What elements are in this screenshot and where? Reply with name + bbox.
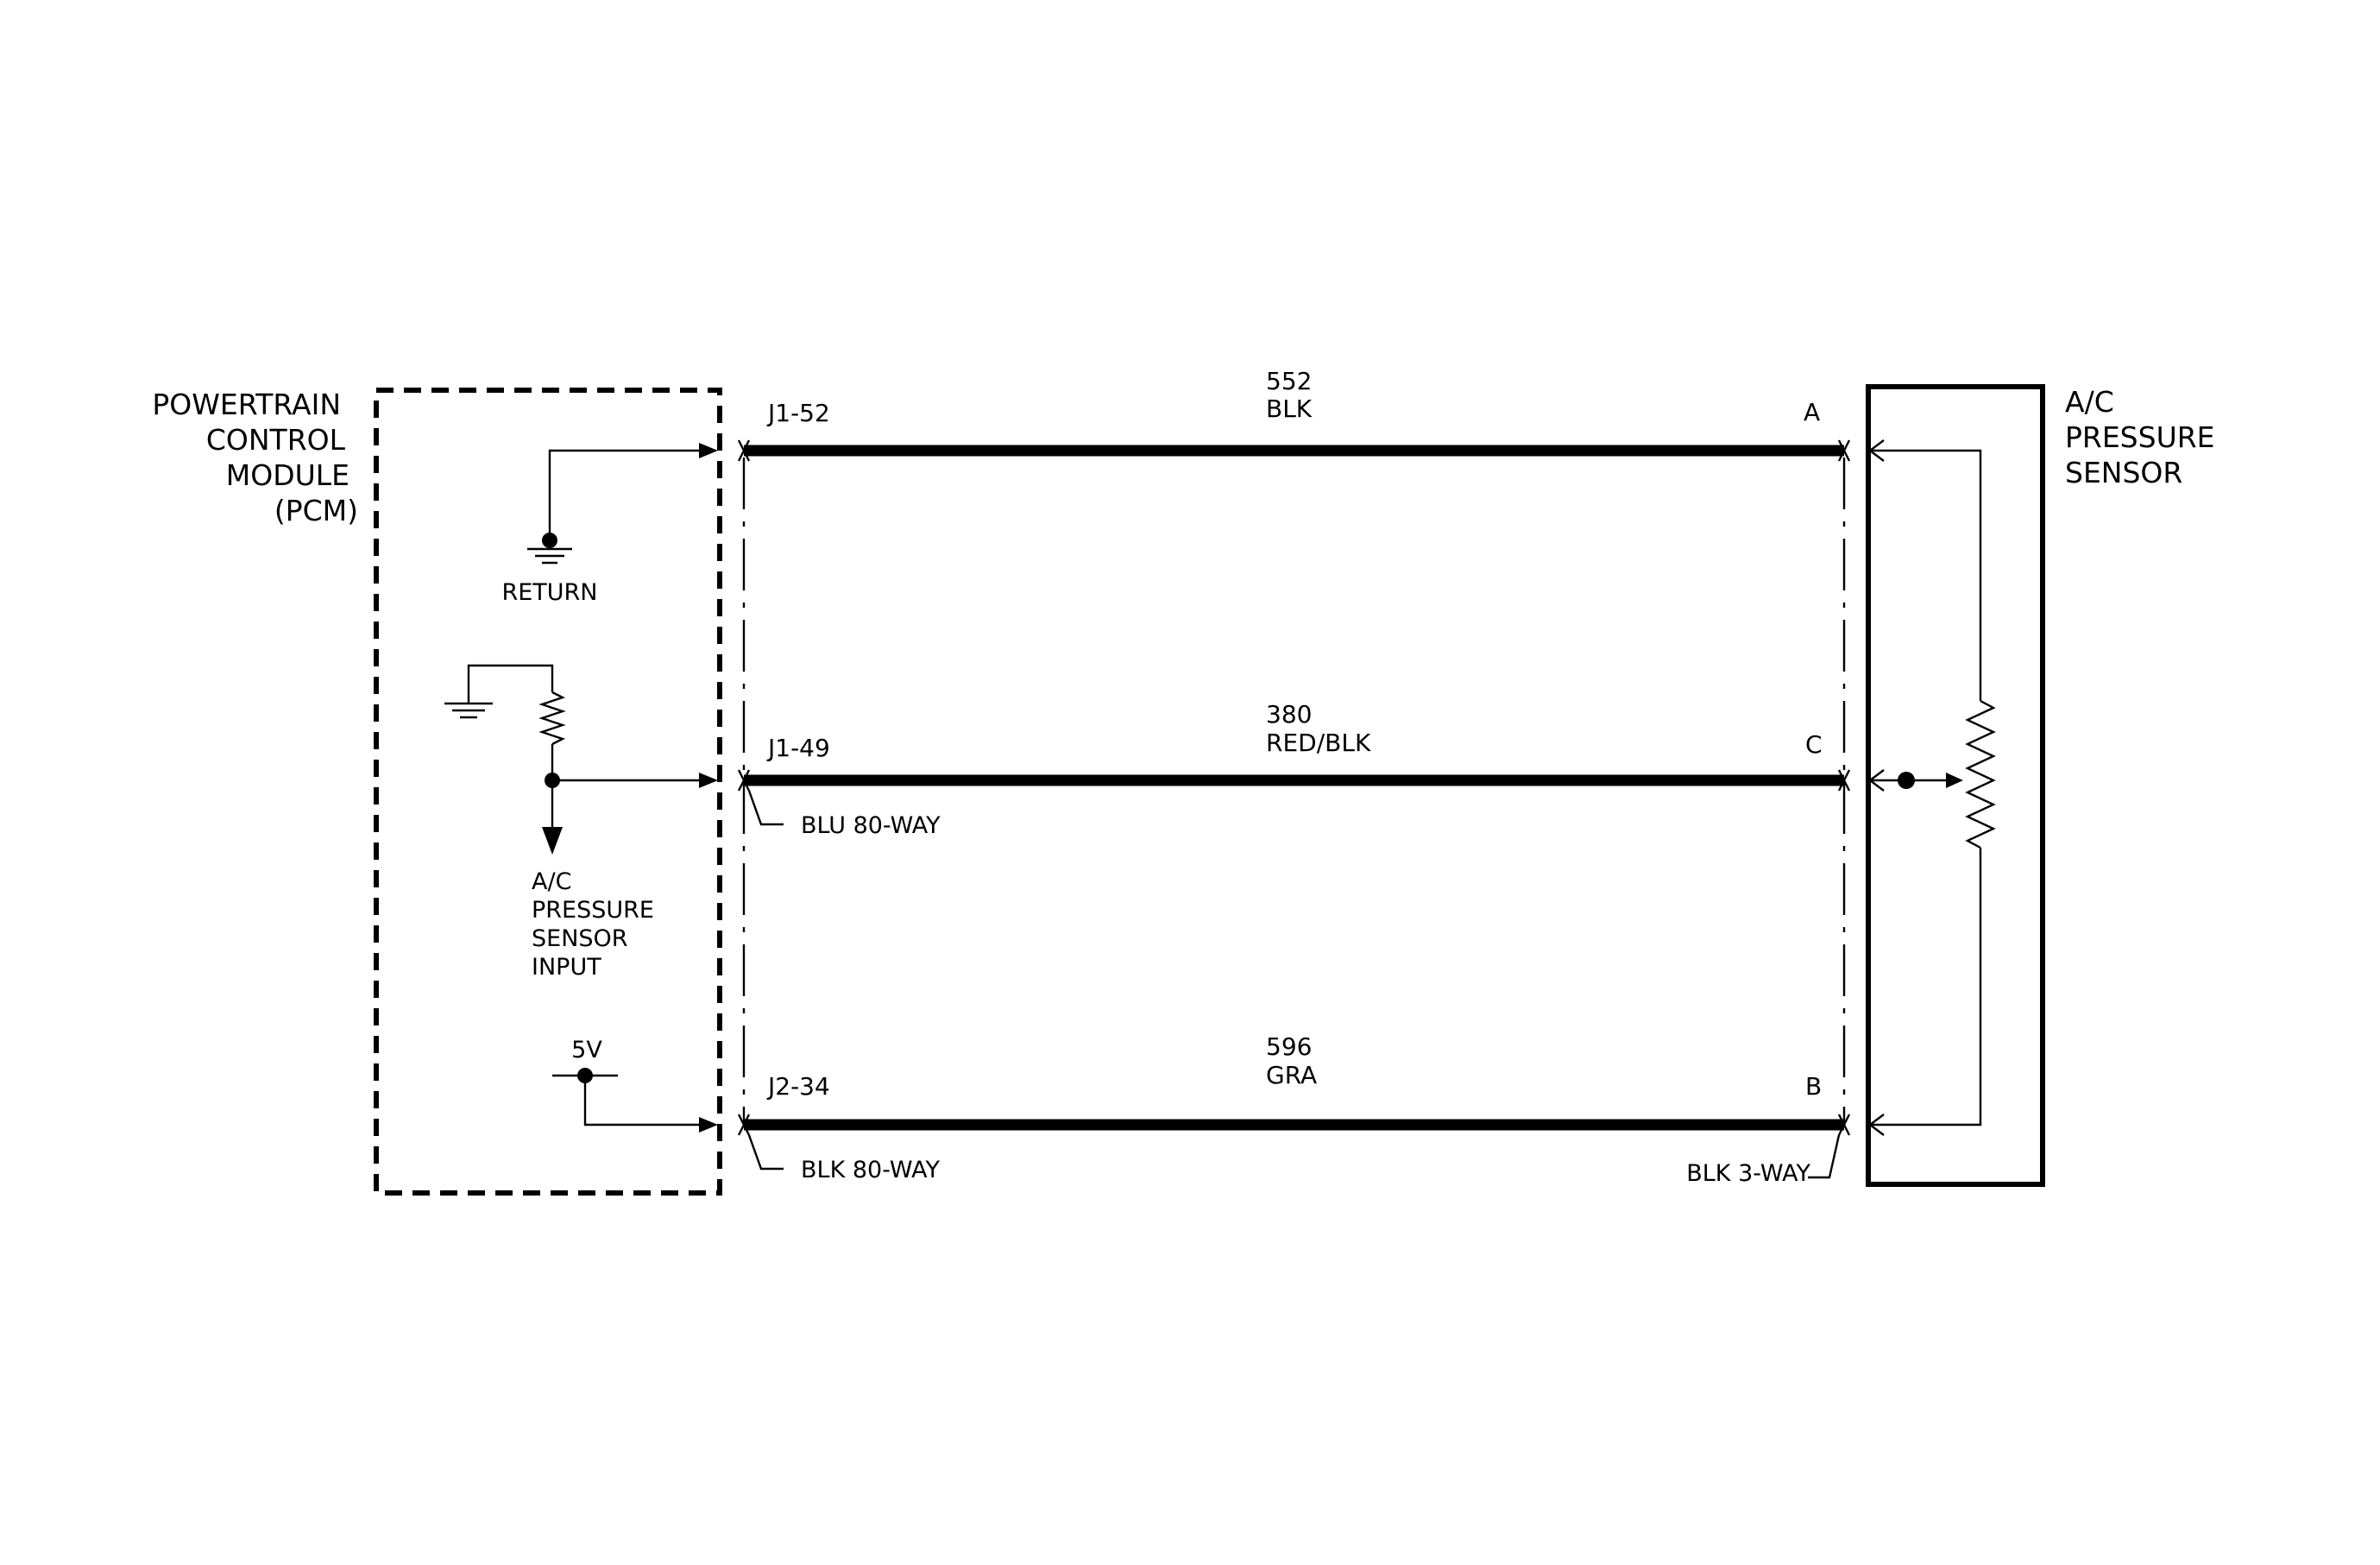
ac-pressure-sensor: A/C PRESSURE SENSOR xyxy=(1866,384,2215,1187)
sensor-connector-callout: BLK 3-WAY xyxy=(1686,1134,1841,1187)
signal-arrow-down-icon xyxy=(542,827,563,855)
input-label-line-4: INPUT xyxy=(532,954,601,981)
pcm-input-circuit: A/C PRESSURE SENSOR INPUT xyxy=(444,664,718,981)
terminal-arrow-icon xyxy=(1868,1114,1885,1136)
pcm-label-line-3: MODULE xyxy=(226,458,349,492)
input-label-line-1: A/C xyxy=(532,868,571,895)
wire-380: 380 RED/BLK J1-49 C xyxy=(737,700,1851,792)
pcm-label-line-4: (PCM) xyxy=(274,494,358,527)
return-arrow-icon xyxy=(699,443,718,458)
pcm-module: POWERTRAIN CONTROL MODULE (PCM) xyxy=(152,388,722,1196)
pcm-5v-circuit: 5V xyxy=(552,1037,718,1133)
potentiometer-icon xyxy=(1965,699,1996,849)
sensor-pin-label: A xyxy=(1804,398,1820,426)
connector-terminal-icon xyxy=(737,769,1851,792)
sensor-label-line-3: SENSOR xyxy=(2065,456,2182,489)
wire-circuit-number: 380 xyxy=(1266,700,1312,729)
pcm-blu-connector-callout: BLU 80-WAY xyxy=(747,790,941,839)
sensor-label-line-1: A/C xyxy=(2065,385,2114,419)
ground-icon xyxy=(444,702,493,719)
supply-arrow-icon xyxy=(699,1117,718,1133)
sensor-pin-label: C xyxy=(1805,730,1823,759)
wire-circuit-number: 596 xyxy=(1266,1032,1312,1061)
connector-label: BLU 80-WAY xyxy=(801,812,941,839)
pcm-label-line-1: POWERTRAIN xyxy=(152,388,341,421)
wire-circuit-number: 552 xyxy=(1266,367,1312,395)
input-label-line-3: SENSOR xyxy=(532,925,628,952)
pcm-pin-label: J1-49 xyxy=(766,734,830,762)
wire-596: 596 GRA J2-34 B xyxy=(737,1032,1851,1136)
wire-color: BLK xyxy=(1266,394,1313,423)
wiper-arrow-icon xyxy=(1946,773,1963,788)
terminal-arrow-icon xyxy=(1868,439,1885,462)
wire-color: GRA xyxy=(1266,1061,1317,1089)
input-arrow-icon xyxy=(699,773,718,788)
return-label: RETURN xyxy=(501,579,597,606)
input-label-line-2: PRESSURE xyxy=(532,897,654,924)
connector-label: BLK 3-WAY xyxy=(1686,1160,1810,1187)
ground-icon xyxy=(527,533,572,565)
connector-label: BLK 80-WAY xyxy=(801,1157,940,1183)
resistor-icon xyxy=(538,691,566,746)
wire-552: 552 BLK J1-52 A xyxy=(737,367,1851,462)
wire-color: RED/BLK xyxy=(1266,729,1371,757)
pcm-pin-label: J2-34 xyxy=(766,1072,830,1101)
sensor-boundary xyxy=(1866,384,2045,1187)
sensor-pin-label: B xyxy=(1805,1072,1822,1101)
voltage-label: 5V xyxy=(571,1037,602,1063)
sensor-label-line-2: PRESSURE xyxy=(2065,420,2215,454)
pcm-module-boundary xyxy=(374,388,722,1196)
connector-terminal-icon xyxy=(737,439,1851,462)
pcm-pin-label: J1-52 xyxy=(766,399,830,427)
pcm-return-circuit: RETURN xyxy=(501,443,718,606)
pcm-label-line-2: CONTROL xyxy=(206,423,346,457)
pcm-blk-connector-callout: BLK 80-WAY xyxy=(747,1134,940,1183)
connector-terminal-icon xyxy=(737,1114,1851,1136)
